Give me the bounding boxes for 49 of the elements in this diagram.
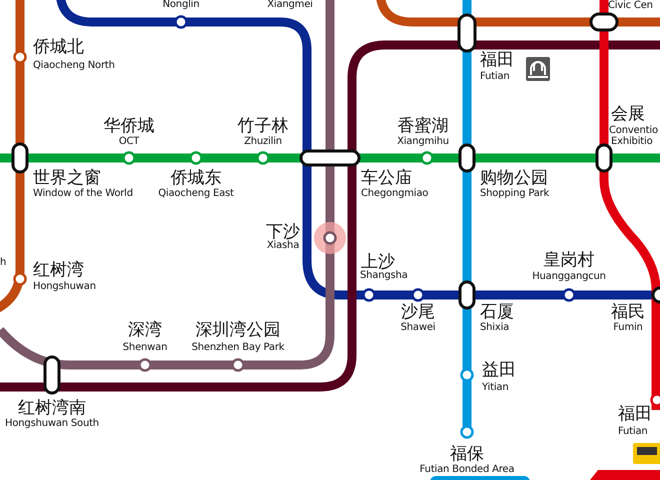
station-name: Hongshuwan South [5, 419, 99, 429]
station-name: Conventio [609, 126, 658, 136]
station-name: 福田 [618, 406, 652, 423]
station-name: Civic Cen [608, 1, 653, 11]
station-name: 购物公园 [480, 170, 548, 187]
station-name: Qiaocheng East [158, 189, 234, 199]
station-name: Futian [618, 427, 648, 437]
station-name: 石厦 [480, 304, 514, 321]
station-name: Exhibitio [611, 137, 652, 147]
station-name: Yitian [482, 383, 508, 393]
station-name: OCT [118, 137, 140, 147]
station-name: 福保 [450, 446, 484, 463]
station-name: Shopping Park [480, 189, 550, 199]
station-name: Shawei [400, 323, 436, 333]
station-name: Huanggangcun [532, 272, 606, 282]
station-name: Zhuzilin [244, 137, 282, 147]
station-name: 侨城北 [33, 39, 84, 56]
station-name: 皇岗村 [544, 252, 594, 269]
station-name: 红树湾南 [18, 400, 86, 417]
station-name: 红树湾 [33, 262, 84, 279]
station-name: Hongshuwan [33, 282, 96, 292]
station-name: Xiangmihu [397, 137, 449, 147]
station-name: 沙尾 [401, 304, 435, 321]
station-name: Window of the World [33, 189, 133, 199]
station-name: 世界之窗 [33, 170, 101, 187]
station-name: 侨城东 [170, 170, 222, 187]
station-name: Shangsha [360, 271, 408, 281]
station-name: 车公庙 [361, 170, 412, 187]
station-name: Shixia [480, 323, 510, 333]
station-name: Fumin [613, 323, 643, 333]
station-name: 深圳湾公园 [196, 322, 280, 339]
station-name: 上沙 [361, 254, 395, 271]
station-name: 香蜜湖 [398, 118, 448, 135]
station-name: Shenzhen Bay Park [192, 343, 284, 353]
station-name: 深湾 [128, 322, 162, 339]
station-name: 福田 [480, 52, 514, 69]
station-name: h [0, 258, 6, 268]
station-name: Chegongmiao [361, 189, 428, 199]
station-name: 下沙 [266, 224, 300, 241]
station-name: 会展 [611, 106, 645, 123]
station-name: Futian [480, 72, 510, 82]
station-name: 益田 [482, 362, 516, 379]
station-name: 福民 [611, 304, 645, 321]
station-name: 华侨城 [104, 118, 154, 135]
station-name: Xiasha [266, 241, 300, 251]
station-name: Shenwan [122, 343, 168, 353]
station-name: 竹子林 [238, 118, 288, 135]
station-name: Qiaocheng North [33, 61, 115, 71]
station-name: Futian Bonded Area [420, 465, 514, 475]
